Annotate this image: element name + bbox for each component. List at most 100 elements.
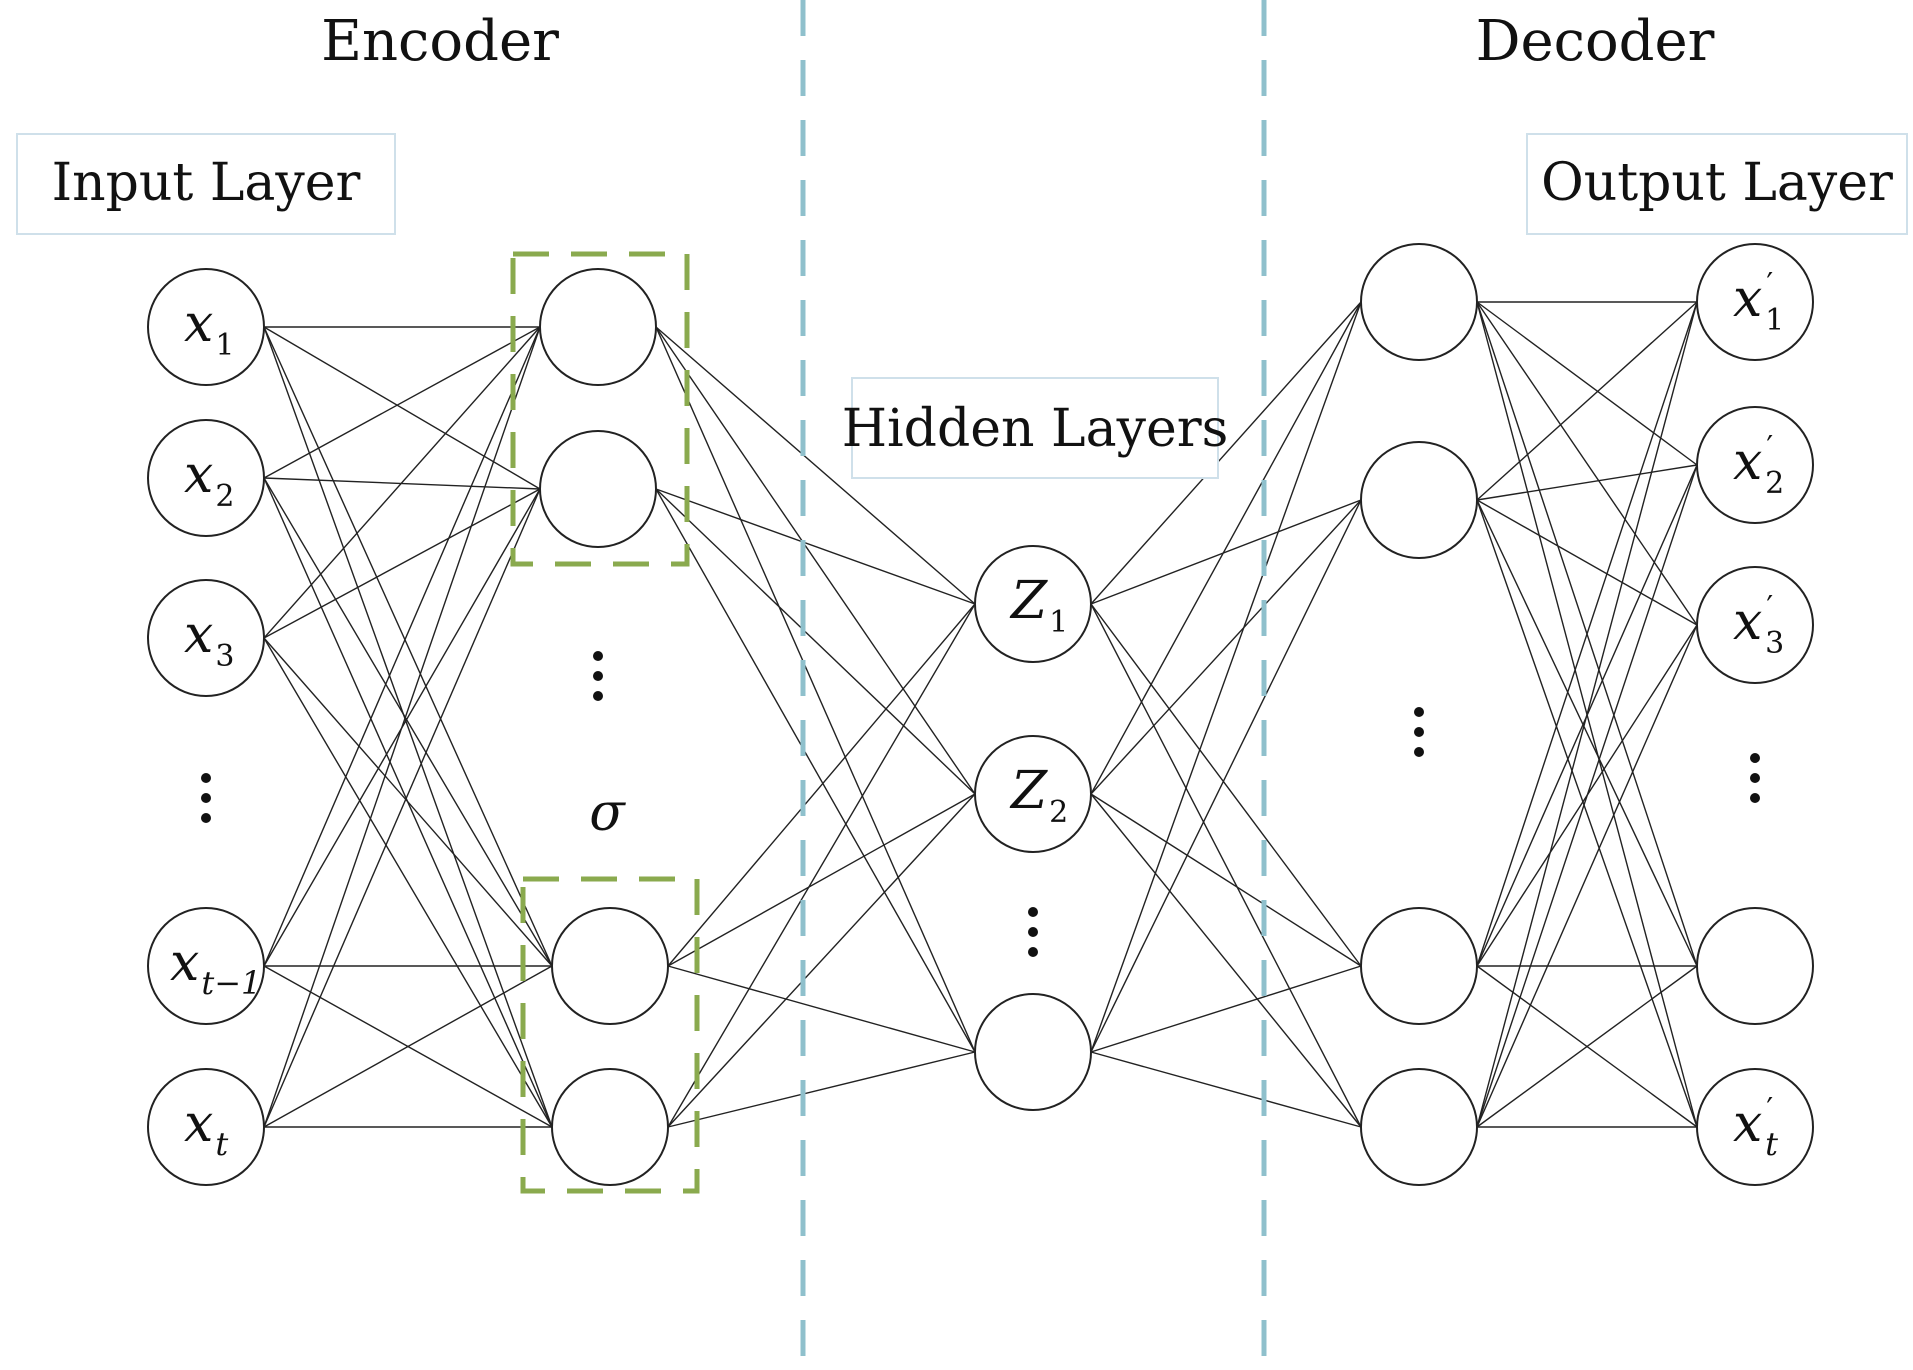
decoder-output-edge-1-1 [1476, 464, 1698, 501]
input-node-3-subscript: 3 [215, 639, 234, 674]
input-node-1: x1 [147, 268, 265, 386]
hidden-latent-edge-0-1 [655, 326, 976, 795]
activation-sigma-label: σ [589, 783, 626, 843]
hidden-latent-edge-0-0 [655, 326, 976, 605]
hidden-latent-edge-1-0 [655, 488, 976, 605]
latent-decoder-edge-0-0 [1090, 301, 1362, 605]
decoder-output-edge-3-3 [1476, 965, 1698, 1128]
latent-node-1-subscript: 1 [1049, 605, 1068, 640]
latent-decoder-edge-2-3 [1090, 1051, 1362, 1128]
decoder-output-edge-0-1 [1476, 301, 1698, 466]
latent-decoder-edge-1-2 [1090, 793, 1362, 967]
output-node-5-subscript: t [1765, 1125, 1778, 1163]
output-node-2-symbol: x [1733, 432, 1762, 492]
hidden-latent-edge-2-0 [667, 603, 976, 967]
latent-node-1-symbol: Z [1009, 571, 1048, 631]
input-hidden-edge-0-1 [263, 326, 541, 490]
latent-decoder-edge-0-3 [1090, 603, 1362, 1128]
input-node-1-symbol: x [184, 294, 213, 354]
latent-node-3 [974, 993, 1092, 1111]
input-node-5-symbol: x [184, 1094, 213, 1154]
encoder-hidden-node-2-circle [539, 430, 657, 548]
decoder-hidden-node-2 [1360, 441, 1478, 559]
encoder-title: Encoder [321, 9, 559, 74]
decoder-hidden-node-2-circle [1360, 441, 1478, 559]
input-node-2-subscript: 2 [215, 479, 234, 514]
encoder-hidden-node-3-circle [551, 907, 669, 1025]
latent-node-3-circle [974, 993, 1092, 1111]
hidden-latent-edge-3-2 [667, 1051, 976, 1128]
decoder-hidden-node-3-circle [1360, 907, 1478, 1025]
output-node-5-prime: ′ [1766, 1092, 1773, 1127]
output-node-3-prime: ′ [1766, 590, 1773, 625]
hidden-latent-edge-1-1 [655, 488, 976, 795]
hidden-latent-edge-2-2 [667, 965, 976, 1053]
latent-decoder-edge-0-2 [1090, 603, 1362, 967]
decoder-hidden-node-1-circle [1360, 243, 1478, 361]
hidden-group-top-box [510, 251, 690, 567]
input-node-3-symbol: x [184, 605, 213, 665]
input-hidden-edge-2-3 [263, 637, 553, 1128]
decoder-output-edge-0-2 [1476, 301, 1698, 626]
latent-decoder-edge-1-1 [1090, 499, 1362, 795]
input-layer-label: Input Layer [52, 153, 361, 213]
hidden-group-bottom-box [520, 876, 700, 1194]
decoder-hidden-node-4-circle [1360, 1068, 1478, 1186]
input-node-5: xt [147, 1068, 265, 1186]
decoder-hidden-ellipsis [1414, 707, 1424, 757]
input-hidden-edge-4-1 [263, 488, 541, 1128]
output-node-3-circle [1696, 566, 1814, 684]
decoder-output-edge-1-3 [1476, 499, 1698, 967]
hidden-layers-label-box [851, 377, 1219, 479]
output-node-5: x′t [1696, 1068, 1814, 1186]
output-node-3-label: x′3 [1733, 590, 1784, 661]
latent-ellipsis [1028, 907, 1038, 957]
input-hidden-edge-4-2 [263, 965, 553, 1128]
decoder-output-edge-1-4 [1476, 499, 1698, 1128]
decoder-title: Decoder [1476, 9, 1715, 74]
decoder-output-edge-1-0 [1476, 301, 1698, 501]
output-node-3-subscript: 3 [1765, 626, 1784, 661]
input-hidden-edge-2-1 [263, 488, 541, 639]
output-node-1: x′1 [1696, 243, 1814, 361]
output-node-4 [1696, 907, 1814, 1025]
latent-node-1-circle [974, 545, 1092, 663]
input-hidden-edge-1-0 [263, 326, 541, 479]
output-ellipsis [1750, 753, 1760, 803]
latent-node-2-label: Z2 [1009, 761, 1068, 830]
input-hidden-edge-4-0 [263, 326, 541, 1128]
input-hidden-edge-2-2 [263, 637, 553, 967]
output-node-1-symbol: x [1733, 269, 1762, 329]
output-node-2-label: x′2 [1733, 430, 1784, 501]
latent-decoder-edge-0-1 [1090, 499, 1362, 605]
hidden-latent-edge-3-0 [667, 603, 976, 1128]
output-node-4-circle [1696, 907, 1814, 1025]
input-node-2-label: x2 [184, 445, 234, 514]
output-node-3: x′3 [1696, 566, 1814, 684]
hidden-latent-edge-2-1 [667, 793, 976, 967]
output-node-2: x′2 [1696, 406, 1814, 524]
output-node-1-circle [1696, 243, 1814, 361]
latent-node-1: Z1 [974, 545, 1092, 663]
latent-decoder-edge-1-0 [1090, 301, 1362, 795]
latent-decoder-edge-2-2 [1090, 965, 1362, 1053]
input-node-2-circle [147, 419, 265, 537]
input-layer-label-box [16, 133, 396, 235]
output-node-3-symbol: x [1733, 592, 1762, 652]
hidden-layers-label: Hidden Layers [842, 399, 1229, 459]
input-node-1-label: x1 [184, 294, 234, 363]
output-node-5-symbol: x [1733, 1094, 1762, 1154]
hidden1-ellipsis [593, 651, 603, 701]
input-node-5-subscript: t [215, 1125, 228, 1163]
latent-node-2-symbol: Z [1009, 761, 1048, 821]
output-layer-label-box [1526, 133, 1908, 235]
decoder-hidden-node-1 [1360, 243, 1478, 361]
input-node-2-symbol: x [184, 445, 213, 505]
input-node-4-circle [147, 907, 265, 1025]
input-ellipsis [201, 773, 211, 823]
hidden-latent-edge-3-1 [667, 793, 976, 1128]
output-layer-label: Output Layer [1541, 153, 1893, 213]
output-node-2-subscript: 2 [1765, 466, 1784, 501]
input-node-3-label: x3 [184, 605, 234, 674]
